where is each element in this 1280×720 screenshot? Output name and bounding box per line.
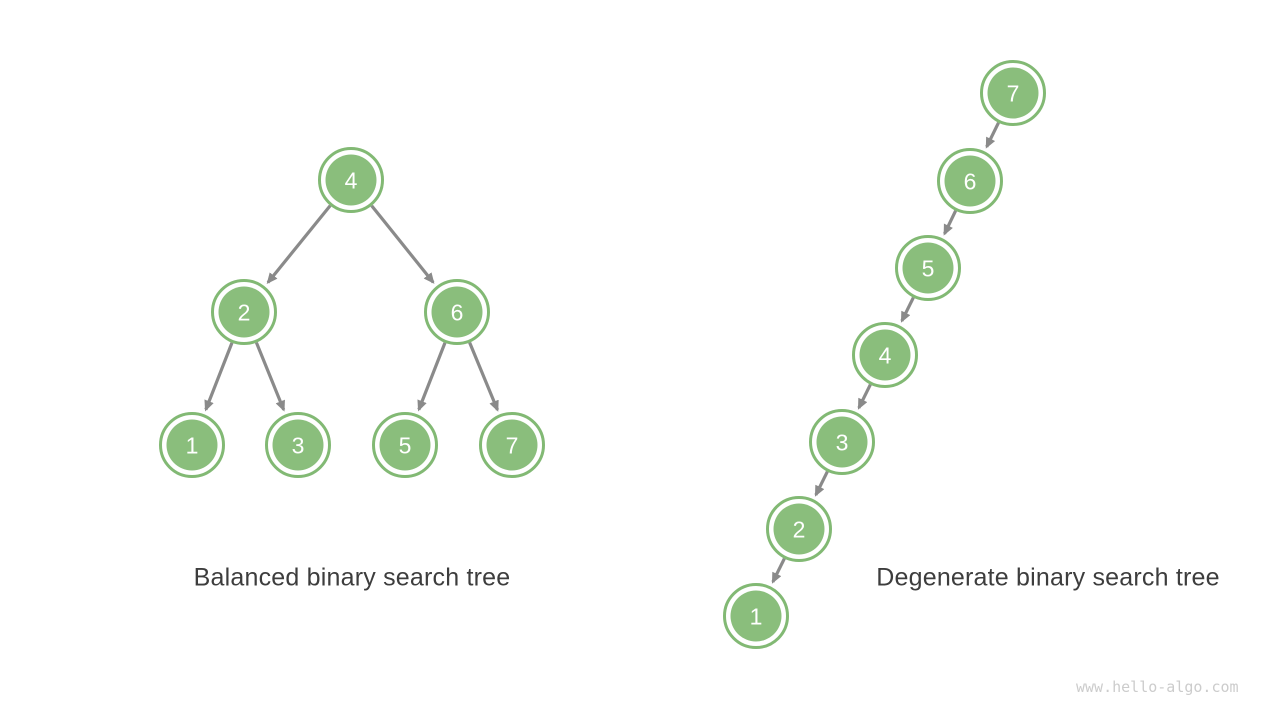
node-fill-circle [166, 419, 218, 471]
tree-node-7: 7 [980, 60, 1046, 126]
tree-node-7: 7 [479, 412, 545, 478]
caption-degenerate-tree: Degenerate binary search tree [876, 563, 1220, 592]
node-value-label: 6 [964, 168, 977, 194]
tree-node-4: 4 [318, 147, 384, 213]
tree-edge-6-5 [417, 342, 447, 412]
node-fill-circle [218, 286, 270, 338]
tree-node-3: 3 [809, 409, 875, 475]
tree-degenerate-bst: 7 6 5 4 3 2 1 [723, 60, 1046, 649]
tree-edge-6-5 [943, 210, 958, 236]
node-fill-circle [859, 329, 911, 381]
node-fill-circle [325, 154, 377, 206]
node-fill-circle [902, 242, 954, 294]
tree-edge-5-4 [900, 296, 915, 323]
node-value-label: 2 [793, 516, 806, 542]
tree-node-6: 6 [937, 148, 1003, 214]
node-value-label: 4 [345, 167, 358, 193]
tree-edge-6-7 [468, 341, 499, 412]
tree-node-1: 1 [723, 583, 789, 649]
node-value-label: 5 [922, 255, 935, 281]
tree-edge-2-1 [771, 557, 786, 584]
node-fill-circle [773, 503, 825, 555]
caption-balanced-tree: Balanced binary search tree [193, 563, 511, 592]
tree-edge-3-2 [814, 470, 829, 497]
tree-edge-7-6 [985, 121, 1000, 149]
tree-node-4: 4 [852, 322, 918, 388]
tree-edge-2-1 [204, 342, 234, 412]
node-value-label: 3 [292, 432, 305, 458]
node-value-label: 1 [750, 603, 763, 629]
node-value-label: 7 [1007, 80, 1020, 106]
node-value-label: 6 [451, 299, 464, 325]
tree-node-5: 5 [895, 235, 961, 301]
node-fill-circle [379, 419, 431, 471]
watermark-url: www.hello-algo.com [1076, 678, 1239, 696]
node-fill-circle [272, 419, 324, 471]
tree-node-3: 3 [265, 412, 331, 478]
node-fill-circle [486, 419, 538, 471]
tree-node-2: 2 [211, 279, 277, 345]
node-fill-circle [816, 416, 868, 468]
node-fill-circle [431, 286, 483, 338]
node-value-label: 7 [506, 432, 519, 458]
tree-node-1: 1 [159, 412, 225, 478]
node-value-label: 3 [836, 429, 849, 455]
node-fill-circle [730, 590, 782, 642]
node-value-label: 1 [186, 432, 199, 458]
tree-edge-4-2 [266, 204, 332, 285]
tree-edge-4-3 [857, 383, 872, 410]
tree-node-6: 6 [424, 279, 490, 345]
tree-node-5: 5 [372, 412, 438, 478]
tree-edge-2-3 [254, 341, 286, 412]
tree-node-2: 2 [766, 496, 832, 562]
node-value-label: 2 [238, 299, 251, 325]
node-fill-circle [987, 67, 1039, 119]
tree-balanced-bst: 4 2 6 1 3 5 7 [159, 147, 545, 478]
node-value-label: 5 [399, 432, 412, 458]
node-fill-circle [944, 155, 996, 207]
tree-edge-4-6 [370, 204, 435, 284]
node-value-label: 4 [879, 342, 892, 368]
